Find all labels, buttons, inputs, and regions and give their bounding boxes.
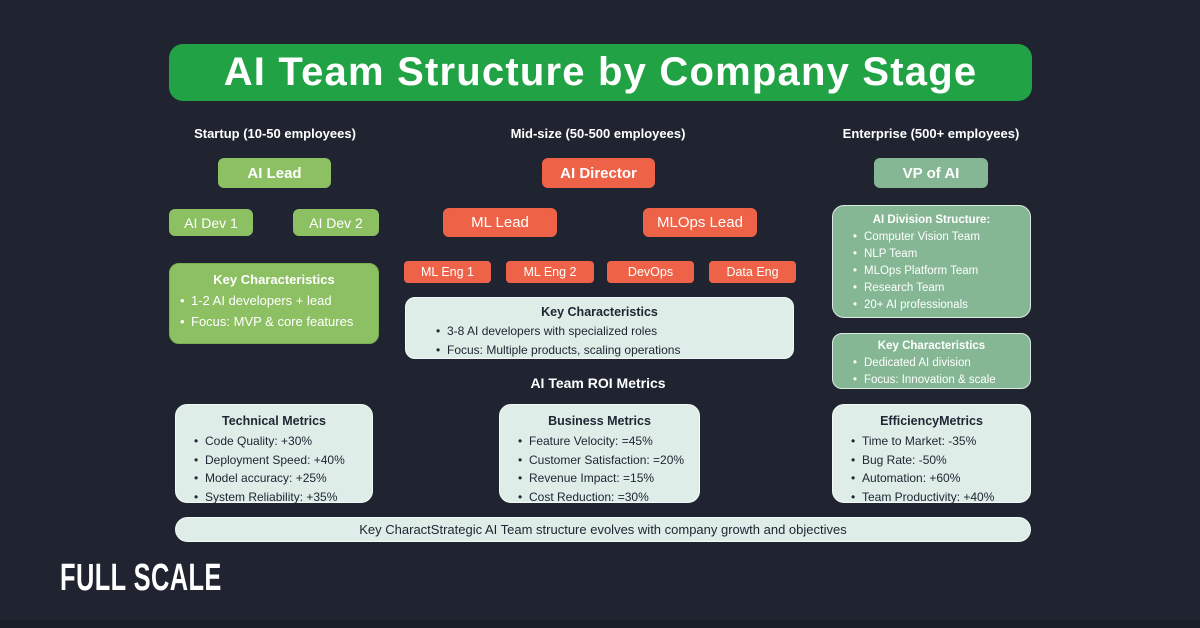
list-item: 1-2 AI developers + lead <box>180 290 372 311</box>
list-item: Deployment Speed: +40% <box>194 451 366 470</box>
business-metrics-list: Feature Velocity: =45% Customer Satisfac… <box>500 432 699 506</box>
efficiency-metrics-list: Time to Market: -35% Bug Rate: -50% Auto… <box>833 432 1030 506</box>
list-item: Code Quality: +30% <box>194 432 366 451</box>
list-item: Bug Rate: -50% <box>851 451 1024 470</box>
startup-characteristics-box: Key Characteristics 1-2 AI developers + … <box>169 263 379 344</box>
node-ml-eng-2: ML Eng 2 <box>506 261 594 283</box>
startup-characteristics-title: Key Characteristics <box>213 272 335 287</box>
node-mlops-lead: MLOps Lead <box>643 208 757 237</box>
list-item: Customer Satisfaction: =20% <box>518 451 693 470</box>
startup-characteristics-list: 1-2 AI developers + lead Focus: MVP & co… <box>170 290 378 332</box>
list-item: Team Productivity: +40% <box>851 488 1024 507</box>
ai-division-structure-box: AI Division Structure: Computer Vision T… <box>832 205 1031 318</box>
list-item: Focus: Multiple products, scaling operat… <box>436 341 787 360</box>
midsize-characteristics-list: 3-8 AI developers with specialized roles… <box>406 322 793 360</box>
node-ai-dev-2: AI Dev 2 <box>293 209 379 236</box>
node-vp-of-ai: VP of AI <box>874 158 988 188</box>
list-item: Cost Reduction: =30% <box>518 488 693 507</box>
business-metrics-title: Business Metrics <box>548 414 651 428</box>
list-item: NLP Team <box>853 246 1024 263</box>
bottom-edge-strip <box>0 620 1200 628</box>
list-item: System Reliability: +35% <box>194 488 366 507</box>
list-item: Automation: +60% <box>851 469 1024 488</box>
list-item: Focus: MVP & core features <box>180 311 372 332</box>
node-ml-eng-1: ML Eng 1 <box>404 261 491 283</box>
midsize-characteristics-box: Key Characteristics 3-8 AI developers wi… <box>405 297 794 360</box>
full-scale-logo: FULL SCALE <box>60 556 222 599</box>
list-item: Model accuracy: +25% <box>194 469 366 488</box>
technical-metrics-box: Technical Metrics Code Quality: +30% Dep… <box>175 404 373 506</box>
list-item: Revenue Impact: =15% <box>518 469 693 488</box>
list-item: MLOps Platform Team <box>853 263 1024 280</box>
list-item: Research Team <box>853 280 1024 297</box>
page-title: AI Team Structure by Company Stage <box>223 50 978 94</box>
column-header-enterprise: Enterprise (500+ employees) <box>842 126 1020 141</box>
technical-metrics-list: Code Quality: +30% Deployment Speed: +40… <box>176 432 372 506</box>
list-item: Time to Market: -35% <box>851 432 1024 451</box>
roi-metrics-heading: AI Team ROI Metrics <box>530 375 666 391</box>
node-ai-dev-1: AI Dev 1 <box>169 209 253 236</box>
list-item: Focus: Innovation & scale <box>853 372 1024 389</box>
midsize-characteristics-title: Key Characteristics <box>541 305 658 319</box>
title-banner: AI Team Structure by Company Stage <box>169 44 1032 101</box>
node-ai-director: AI Director <box>542 158 655 188</box>
ai-division-structure-title: AI Division Structure: <box>872 214 991 226</box>
footer-note-banner: Key CharactStrategic AI Team structure e… <box>175 517 1031 542</box>
enterprise-characteristics-box: Key Characteristics Dedicated AI divisio… <box>832 333 1031 389</box>
footer-note: Key CharactStrategic AI Team structure e… <box>359 522 847 537</box>
list-item: 3-8 AI developers with specialized roles <box>436 322 787 341</box>
enterprise-characteristics-title: Key Characteristics <box>877 340 986 352</box>
technical-metrics-title: Technical Metrics <box>222 414 326 428</box>
list-item: Computer Vision Team <box>853 229 1024 246</box>
node-ml-lead: ML Lead <box>443 208 557 237</box>
node-data-eng: Data Eng <box>709 261 796 283</box>
list-item: Feature Velocity: =45% <box>518 432 693 451</box>
ai-division-structure-list: Computer Vision Team NLP Team MLOps Plat… <box>833 229 1030 314</box>
list-item: Dedicated AI division <box>853 355 1024 372</box>
business-metrics-box: Business Metrics Feature Velocity: =45% … <box>499 404 700 506</box>
column-header-startup: Startup (10-50 employees) <box>194 126 356 141</box>
list-item: 20+ AI professionals <box>853 297 1024 314</box>
efficiency-metrics-box: EfficiencyMetrics Time to Market: -35% B… <box>832 404 1031 506</box>
efficiency-metrics-title: EfficiencyMetrics <box>880 414 983 428</box>
column-header-midsize: Mid-size (50-500 employees) <box>510 126 686 141</box>
node-devops: DevOps <box>607 261 694 283</box>
enterprise-characteristics-list: Dedicated AI division Focus: Innovation … <box>833 355 1030 389</box>
node-ai-lead: AI Lead <box>218 158 331 188</box>
